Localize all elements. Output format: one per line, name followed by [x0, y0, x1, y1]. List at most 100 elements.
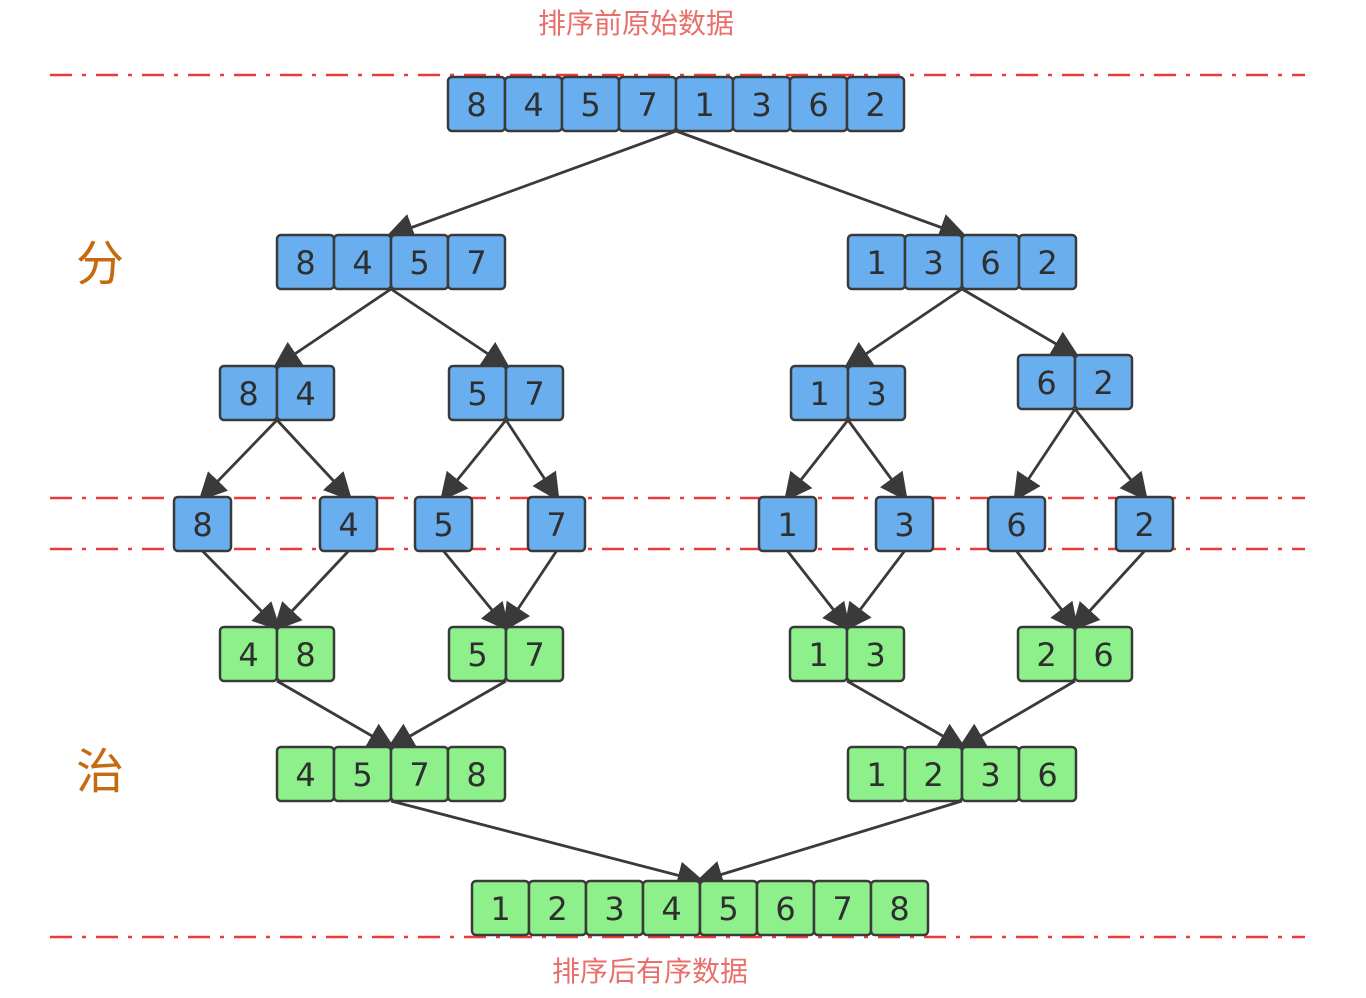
- array-cell-value: 7: [524, 375, 544, 413]
- array-cell-value: 5: [467, 375, 487, 413]
- array-cell-a12-0: 3: [874, 495, 935, 553]
- array-cell-a17-1: 3: [845, 625, 906, 683]
- array-cell-value: 8: [466, 86, 486, 124]
- array-cell-a0-0: 8: [446, 75, 507, 133]
- edge-a11-to-a17: [786, 550, 851, 632]
- array-cell-a18-0: 2: [1016, 625, 1077, 683]
- edge-a2-to-a6: [961, 287, 1080, 358]
- array-cell-value: 2: [865, 86, 885, 124]
- array-node-a7: 8: [172, 495, 233, 553]
- array-cell-a1-3: 7: [446, 233, 507, 291]
- array-cell-box: [1073, 353, 1134, 411]
- array-cell-a8-0: 4: [318, 495, 379, 553]
- array-cell-value: 3: [751, 86, 771, 124]
- array-cell-a21-7: 8: [869, 879, 930, 937]
- edge-a1-to-a3: [272, 287, 392, 370]
- array-cell-value: 3: [980, 756, 1000, 794]
- array-cell-a0-5: 3: [731, 75, 792, 133]
- array-cell-box: [275, 364, 336, 422]
- array-cell-a7-0: 8: [172, 495, 233, 553]
- array-cell-a20-0: 1: [846, 745, 907, 803]
- bottom-caption: 排序后有序数据: [552, 955, 749, 988]
- edge-a2-to-a5: [843, 287, 963, 370]
- array-cell-a0-6: 6: [788, 75, 849, 133]
- array-cell-value: 6: [808, 86, 828, 124]
- array-cell-a0-2: 5: [560, 75, 621, 133]
- array-node-a9: 5: [413, 495, 474, 553]
- array-cell-box: [318, 495, 379, 553]
- array-cell-a19-1: 5: [332, 745, 393, 803]
- top-caption: 排序前原始数据: [538, 7, 735, 40]
- array-cell-a6-1: 2: [1073, 353, 1134, 411]
- array-cell-value: 6: [1006, 506, 1026, 544]
- array-cell-box: [874, 495, 935, 553]
- array-cell-a2-3: 2: [1017, 233, 1078, 291]
- array-cell-a0-1: 4: [503, 75, 564, 133]
- array-cell-a21-6: 7: [812, 879, 873, 937]
- array-cell-value: 8: [295, 244, 315, 282]
- array-cell-value: 8: [889, 890, 909, 928]
- array-cell-a4-1: 7: [504, 364, 565, 422]
- array-cell-value: 4: [661, 890, 681, 928]
- array-cell-value: 2: [1037, 244, 1057, 282]
- array-cell-value: 4: [338, 506, 358, 544]
- array-cell-box: [1114, 495, 1175, 553]
- array-cell-value: 6: [980, 244, 1000, 282]
- array-cell-a21-1: 2: [527, 879, 588, 937]
- array-node-a11: 1: [757, 495, 818, 553]
- edge-a6-to-a14: [1073, 408, 1148, 502]
- array-cell-value: 1: [490, 890, 510, 928]
- array-cell-a20-2: 3: [960, 745, 1021, 803]
- array-cell-a13-0: 6: [986, 495, 1047, 553]
- array-cell-a16-0: 5: [447, 625, 508, 683]
- array-cell-value: 7: [637, 86, 657, 124]
- array-cell-value: 4: [295, 375, 315, 413]
- array-cell-a10-0: 7: [526, 495, 587, 553]
- array-cell-value: 2: [1134, 506, 1154, 544]
- edge-a6-to-a13: [1013, 408, 1077, 502]
- array-cell-box: [846, 364, 907, 422]
- array-cell-a21-5: 6: [755, 879, 816, 937]
- array-cell-value: 7: [409, 756, 429, 794]
- edge-a13-to-a18: [1015, 550, 1079, 632]
- array-cell-a4-0: 5: [447, 364, 508, 422]
- edge-layer: [198, 129, 1148, 889]
- edge-a17-to-a20: [846, 679, 967, 750]
- edge-a4-to-a9: [439, 419, 508, 502]
- array-cell-value: 2: [923, 756, 943, 794]
- array-cell-value: 7: [546, 506, 566, 544]
- array-cell-a2-0: 1: [846, 233, 907, 291]
- array-node-a8: 4: [318, 495, 379, 553]
- array-cell-value: 1: [866, 244, 886, 282]
- array-cell-box: [845, 625, 906, 683]
- array-cell-value: 4: [352, 244, 372, 282]
- array-cell-box: [526, 495, 587, 553]
- edge-a15-to-a19: [276, 679, 396, 750]
- array-node-a13: 6: [986, 495, 1047, 553]
- array-cell-a14-0: 2: [1114, 495, 1175, 553]
- array-cell-a0-7: 2: [845, 75, 906, 133]
- array-cell-a16-1: 7: [504, 625, 565, 683]
- array-cell-value: 6: [1037, 756, 1057, 794]
- edge-a3-to-a8: [275, 419, 353, 502]
- edge-a0-to-a2: [675, 129, 968, 241]
- array-cell-a0-3: 7: [617, 75, 678, 133]
- array-cell-value: 4: [523, 86, 543, 124]
- array-node-a12: 3: [874, 495, 935, 553]
- array-cell-a15-0: 4: [218, 625, 279, 683]
- edge-a7-to-a15: [201, 550, 281, 631]
- array-cell-value: 7: [832, 890, 852, 928]
- array-cell-value: 1: [866, 756, 886, 794]
- array-cell-a19-3: 8: [446, 745, 507, 803]
